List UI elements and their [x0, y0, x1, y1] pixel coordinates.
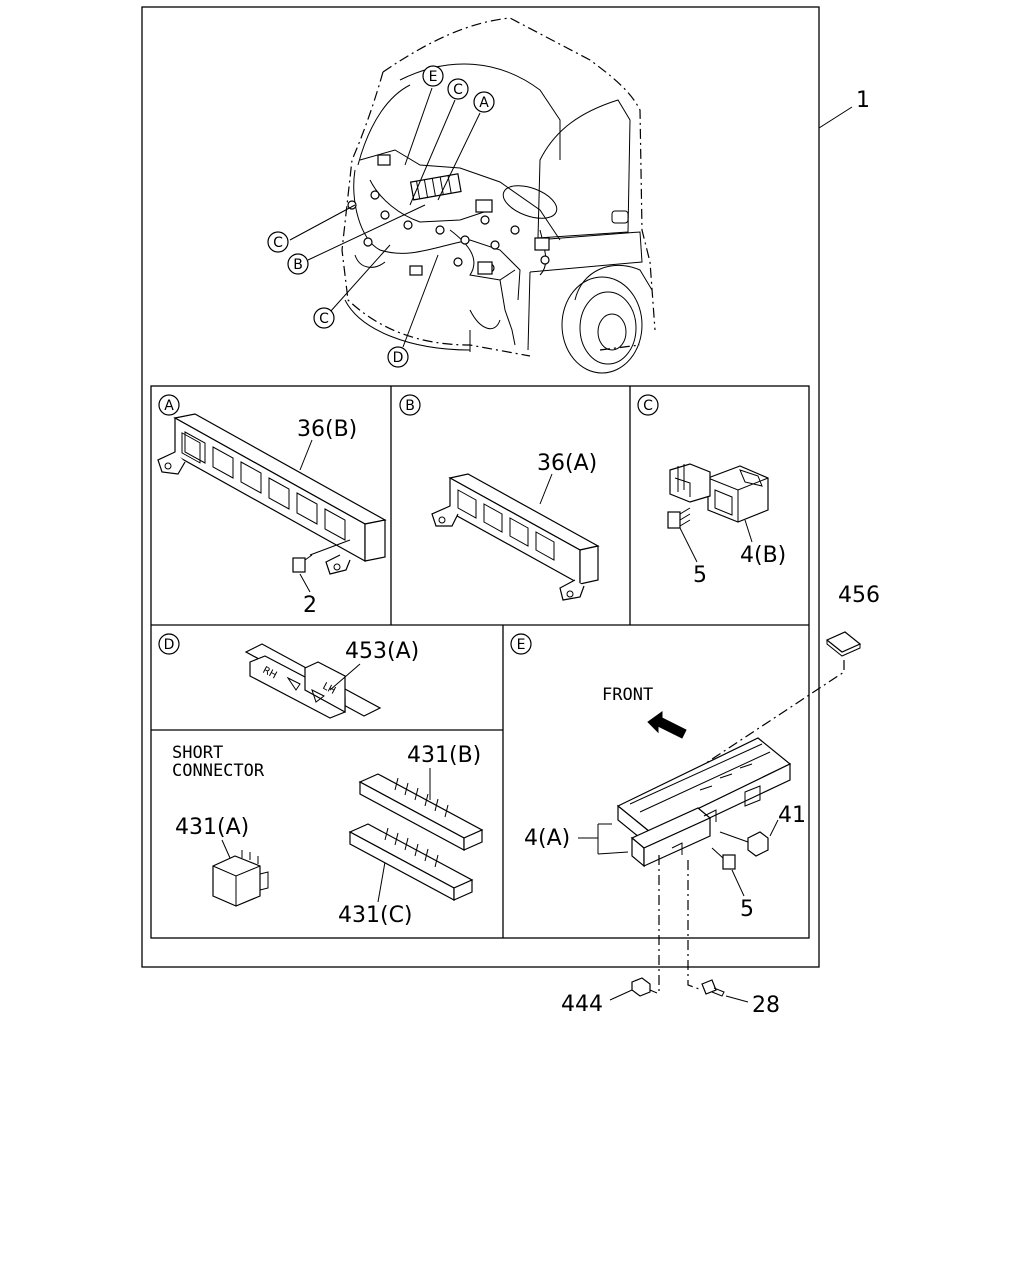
callout-431c: 431(C)	[338, 903, 413, 928]
short-connector-431c	[348, 823, 474, 902]
callout-36b: 36(B)	[297, 417, 357, 442]
front-arrow-icon	[647, 711, 687, 739]
truck-marker-b: B	[293, 257, 303, 273]
callout-36a: 36(A)	[537, 451, 597, 476]
panel-short-connector: SHORT CONNECTOR 431(A) 431(B) 431(C)	[172, 743, 484, 928]
panel-a: A 36(B) 2	[157, 394, 387, 618]
callout-5-c: 5	[693, 563, 707, 588]
relay-block-36b	[157, 413, 387, 575]
truck-marker-c-low: C	[319, 311, 329, 327]
steering-wheel	[502, 185, 558, 219]
callout-28: 28	[752, 993, 780, 1018]
part-5-terminal-e	[722, 854, 736, 870]
part-28-screw	[701, 979, 725, 997]
panel-c-letter: C	[643, 398, 653, 414]
callout-431b: 431(B)	[407, 743, 481, 768]
outer-frame	[141, 6, 820, 968]
short-connector-431a	[212, 850, 269, 907]
part-41-clip	[747, 831, 769, 857]
panel-e: E FRONT 4(A) 41 5	[510, 633, 806, 922]
relay-socket	[669, 463, 711, 503]
callout-4a: 4(A)	[524, 826, 570, 851]
truck-marker-c-left: C	[273, 235, 283, 251]
relay-4b	[707, 465, 769, 523]
truck-cab-illustration: E C A C B C D	[267, 17, 656, 374]
callout-1: 1	[856, 88, 870, 113]
fuse-box-4a	[616, 737, 792, 868]
callout-5-e: 5	[740, 897, 754, 922]
panel-b: B 36(A)	[399, 394, 600, 601]
part-2-clip	[292, 554, 313, 573]
callout-41: 41	[778, 803, 806, 828]
truck-marker-c-top: C	[453, 82, 463, 98]
front-label: FRONT	[602, 685, 653, 705]
panel-b-letter: B	[405, 398, 415, 414]
truck-marker-a: A	[479, 95, 489, 111]
tag-453a: RH LH	[244, 643, 382, 719]
panel-d-letter: D	[164, 637, 175, 653]
panel-d: D RH LH 453(A)	[158, 633, 419, 719]
part-5-terminal-c	[667, 507, 691, 529]
panel-a-letter: A	[164, 398, 174, 414]
wheel	[561, 265, 653, 374]
panel-e-letter: E	[517, 637, 526, 653]
truck-marker-e: E	[429, 69, 438, 85]
relay-block-36a	[431, 473, 600, 601]
tag-lh-text: LH	[321, 681, 338, 697]
short-connector-label-1: SHORT	[172, 743, 223, 763]
callout-444: 444	[561, 992, 603, 1017]
callout-4b: 4(B)	[740, 543, 786, 568]
details-grid-frame	[150, 385, 810, 939]
panel-c: C 5 4(B)	[637, 394, 786, 588]
callout-2: 2	[303, 593, 317, 618]
truck-marker-d: D	[393, 350, 404, 366]
short-connector-431b	[358, 773, 484, 852]
callout-453a: 453(A)	[345, 639, 419, 664]
part-456-pad	[825, 631, 862, 657]
part-444-clip	[631, 977, 658, 997]
callout-456: 456	[838, 583, 880, 608]
short-connector-label-2: CONNECTOR	[172, 761, 265, 781]
callout-431a: 431(A)	[175, 815, 249, 840]
